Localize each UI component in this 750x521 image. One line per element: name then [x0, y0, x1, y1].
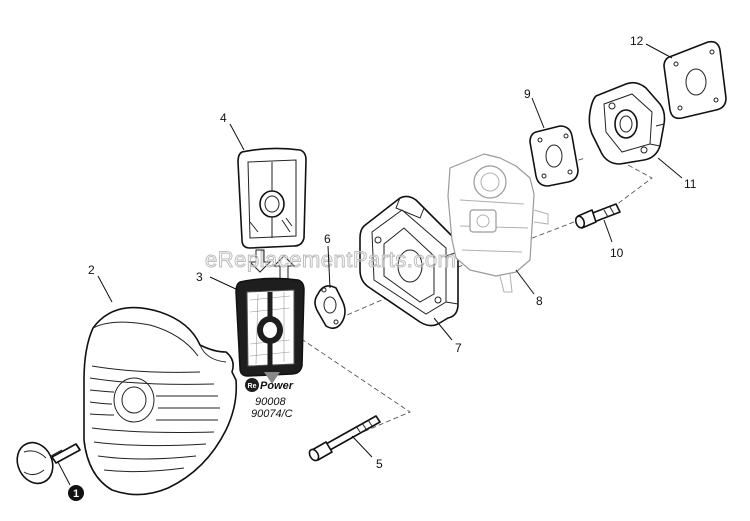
watermark: eReplacementParts.com [205, 247, 456, 272]
callout-number-8: 8 [536, 294, 543, 308]
part-insulator-gasket-12 [663, 40, 727, 120]
callout-number-12: 12 [630, 34, 644, 48]
leader-lines [57, 43, 683, 486]
repower-word: Power [260, 380, 294, 392]
callout-number-2: 2 [88, 263, 95, 277]
part-carburetor-8 [447, 153, 549, 293]
callout-number-11: 11 [684, 177, 697, 191]
part-filter-frame-4 [237, 147, 307, 249]
filter-replacement-note: Re Power 90008 90074/C [245, 378, 294, 420]
part-long-bolt-5 [308, 415, 381, 462]
callout-number-3: 3 [196, 270, 203, 284]
callout-number-10: 10 [610, 246, 624, 260]
repower-logo-icon [245, 378, 259, 392]
callout-number-6: 6 [324, 232, 331, 246]
part-insulator-11 [588, 81, 666, 165]
filter-part-number-1: 90008 [255, 396, 286, 408]
svg-text:1: 1 [73, 488, 79, 500]
part-filter-element-3 [235, 277, 305, 384]
part-knob-stud [16, 441, 81, 485]
callout-number-7: 7 [455, 341, 462, 355]
filter-part-number-2: 90074/C [251, 408, 293, 420]
callout-number-4: 4 [220, 111, 227, 125]
part-gasket-6 [314, 285, 346, 330]
part-air-filter-cover [83, 306, 238, 496]
part-carb-gasket-9 [529, 125, 579, 187]
part-air-cleaner-body-7 [359, 195, 459, 327]
callout-number-1: 1 [68, 485, 84, 501]
callout-number-9: 9 [524, 87, 531, 101]
part-short-bolt-10 [574, 203, 621, 229]
repower-prefix: Re [248, 383, 257, 390]
assembly-arrows [248, 249, 296, 281]
callout-number-5: 5 [376, 457, 383, 471]
